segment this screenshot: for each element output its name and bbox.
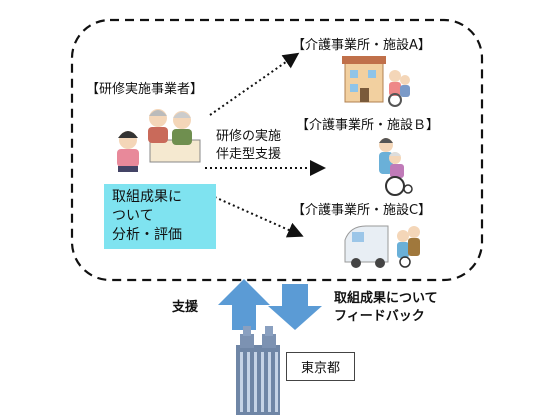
down-arrow-icon bbox=[268, 284, 322, 330]
facility-a-label: 【介護事業所・施設A】 bbox=[292, 38, 431, 53]
support-method-line-1: 研修の実施 bbox=[216, 129, 282, 144]
analysis-line-1: 取組成果に bbox=[112, 189, 182, 205]
support-label: 支援 bbox=[172, 300, 199, 315]
arrow-to-facility-c bbox=[209, 194, 304, 238]
facility-c-label: 【介護事業所・施設C】 bbox=[292, 203, 432, 218]
feedback-label: 取組成果について フィードバック bbox=[334, 290, 438, 325]
care-facility-building-icon bbox=[342, 56, 410, 107]
feedback-line-1: 取組成果について bbox=[334, 291, 438, 306]
tokyo-label: 東京都 bbox=[286, 352, 356, 381]
support-method-line-2: 伴走型支援 bbox=[216, 146, 282, 162]
support-method-label: 研修の実施 伴走型支援 bbox=[216, 128, 281, 163]
feedback-line-2: フィードバック bbox=[334, 308, 425, 324]
facility-b-label: 【介護事業所・施設Ｂ】 bbox=[296, 118, 440, 133]
wheelchair-caregiver-icon bbox=[379, 138, 413, 196]
trainer-label: 【研修実施事業者】 bbox=[86, 82, 204, 97]
arrow-to-facility-a bbox=[209, 52, 300, 116]
analysis-box: 取組成果に ついて 分析・評価 bbox=[104, 184, 216, 249]
tokyo-government-building-icon bbox=[236, 326, 280, 415]
trainer-people-icon bbox=[117, 109, 201, 172]
car-caregiver-icon bbox=[344, 225, 420, 268]
up-arrow-icon bbox=[218, 279, 270, 330]
dashed-boundary bbox=[70, 18, 484, 282]
analysis-line-3: 分析・評価 bbox=[112, 226, 182, 243]
analysis-line-2: ついて bbox=[112, 207, 154, 224]
